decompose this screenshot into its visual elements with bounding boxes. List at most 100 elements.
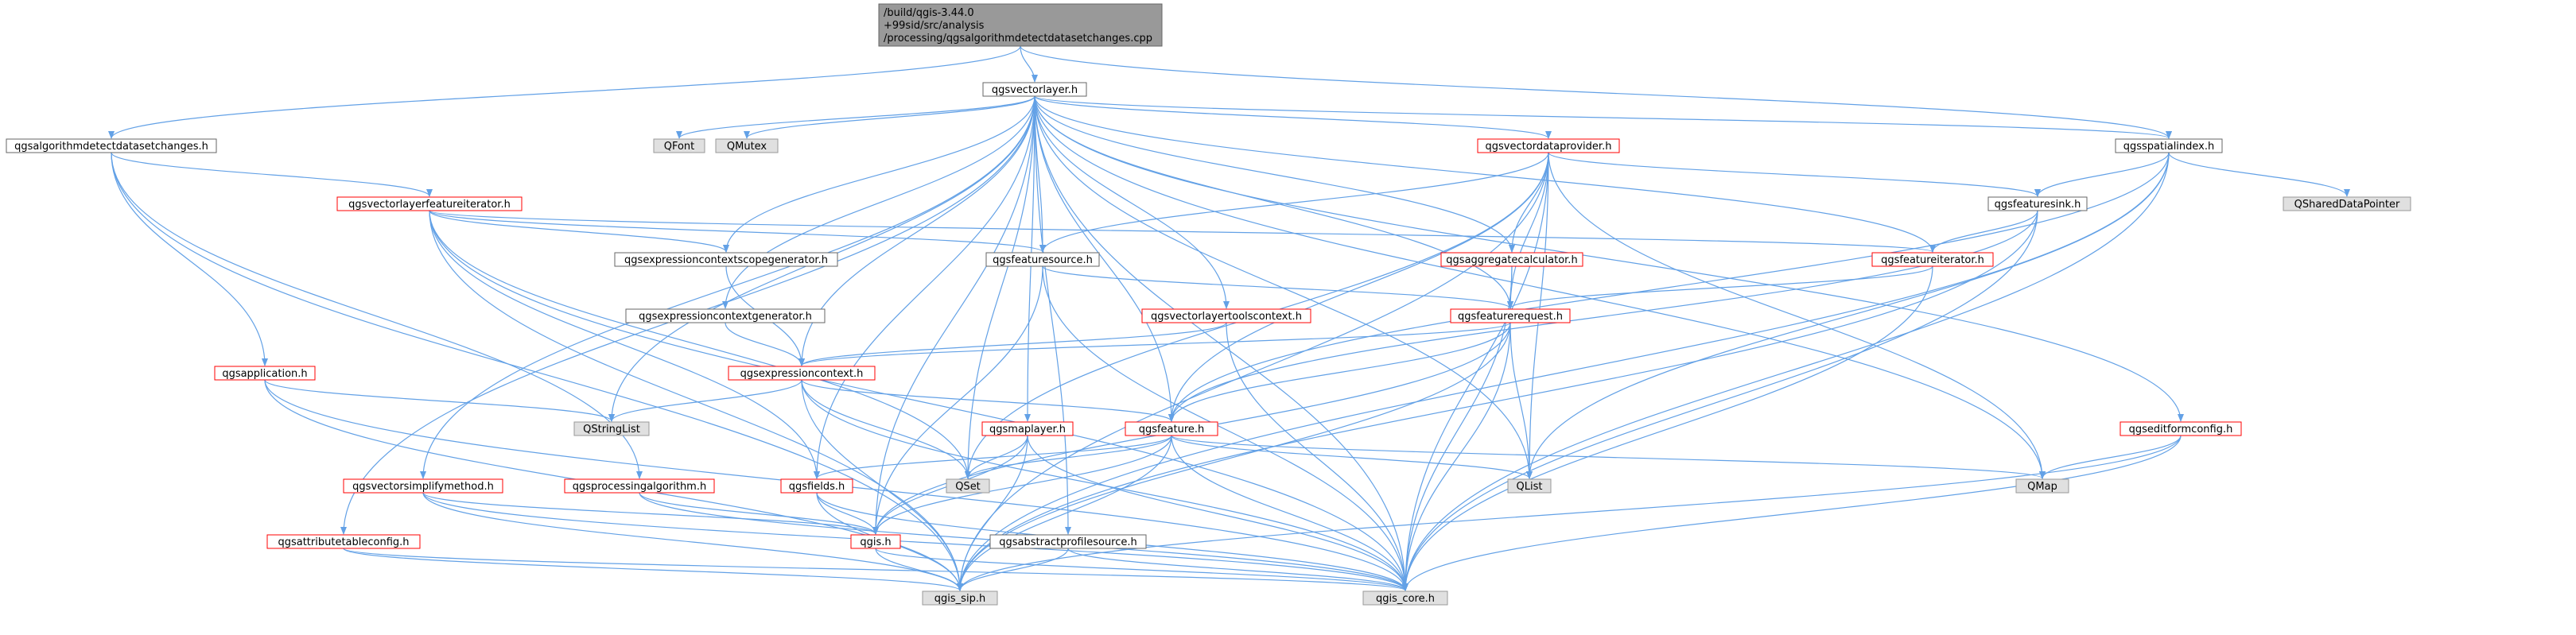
node-qgiscore[interactable]: qgis_core.h [1362,590,1448,606]
node-label: qgseditformconfig.h [2129,424,2233,436]
node-vltoolscontext[interactable]: qgsvectorlayertoolscontext.h [1141,308,1311,323]
node-box [266,534,421,549]
edge-vectorlayer-to-editformconfig [1034,95,2184,422]
node-qgis[interactable]: qgis.h [850,534,901,549]
node-label: qgsapplication.h [222,368,307,380]
node-root[interactable]: /build/qgis-3.44.0+99sid/src/analysis/pr… [878,3,1163,47]
node-qshareddatapointer[interactable]: QSharedDataPointer [2283,196,2411,211]
edge-fields-to-qgis [816,492,879,535]
edge-algdetect-to-vlfeatureiterator [111,152,433,197]
edge-exprcontext-to-qgissip [801,379,963,591]
edge-attrtableconfig-to-qgiscore [343,548,1408,591]
edge-featurerequest-to-exprcontext [798,322,1511,366]
node-qstringlist[interactable]: QStringList [573,421,650,436]
node-feature[interactable]: qgsfeature.h [1125,421,1218,436]
node-box [1141,308,1311,323]
edge-line [1168,152,2170,422]
node-featureiterator[interactable]: qgsfeatureiterator.h [1871,252,1994,267]
edge-line [1171,435,1408,591]
node-label: qgsabstractprofilesource.h [999,536,1137,548]
edge-vectorlayer-to-featureiterator [1034,95,1936,253]
edge-vectorlayer-to-fields [814,95,1035,479]
edge-vectorlayer-to-feature [1034,95,1175,422]
node-qgissip[interactable]: qgis_sip.h [922,590,998,606]
node-label: +99sid/src/analysis [884,20,985,32]
node-label: qgis.h [860,536,891,548]
edge-featuresource-to-qgiscore [1042,265,1408,591]
node-vlfeatureiterator[interactable]: qgsvectorlayerfeatureiterator.h [336,196,523,211]
node-layer: /build/qgis-3.44.0+99sid/src/analysis/pr… [6,3,2411,606]
edge-line [676,95,1035,139]
node-procalg[interactable]: qgsprocessingalgorithm.h [564,478,715,494]
node-box [6,138,217,153]
node-absprofilesource[interactable]: qgsabstractprofilesource.h [989,534,1147,549]
edge-line [429,210,1936,253]
node-editformconfig[interactable]: qgseditformconfig.h [2119,421,2242,436]
edge-line [420,95,1035,479]
node-exprscopegen[interactable]: qgsexpressioncontextscopegenerator.h [614,252,838,267]
edge-line [744,95,1035,139]
node-label: qgsfeature.h [1139,424,1205,436]
edge-line [1020,45,1038,83]
node-box [2119,421,2242,436]
node-label: qgsfields.h [789,481,845,493]
node-maplayer[interactable]: qgsmaplayer.h [981,421,1074,436]
edge-vectordataprovider-to-featuresource [1039,152,1549,253]
node-qset[interactable]: QSet [946,478,990,494]
edge-line [1034,95,1936,253]
node-featurerequest[interactable]: qgsfeaturerequest.h [1450,308,1571,323]
edge-line [1507,152,1549,309]
edge-line [2168,152,2350,197]
node-exprctxgen[interactable]: qgsexpressioncontextgenerator.h [625,308,826,323]
node-box [2115,138,2223,153]
node-featuresource[interactable]: qgsfeaturesource.h [985,252,1100,267]
node-box [1450,308,1571,323]
edge-line [429,210,963,591]
node-vsimplify[interactable]: qgsvectorsimplifymethod.h [343,478,503,494]
node-qfont[interactable]: QFont [653,138,705,153]
edge-featuresource-to-qgis [872,265,1043,535]
edge-line [872,265,1043,535]
edge-line [957,435,2182,591]
node-label: qgsvectorlayer.h [992,84,1078,96]
edge-vectorlayer-to-vsimplify [420,95,1035,479]
node-label: qgsfeaturerequest.h [1458,311,1563,323]
node-application[interactable]: qgsapplication.h [214,366,316,381]
node-box [780,478,853,494]
node-qmap[interactable]: QMap [2015,478,2069,494]
edge-line [2034,152,2170,197]
edge-line [814,435,1172,479]
edge-vectorlayer-to-aggregatecalc [1034,95,1515,253]
edge-line [1034,95,1175,422]
edge-line [429,210,971,479]
edge-vlfeatureiterator-to-fields [429,210,820,479]
node-featuresink[interactable]: qgsfeaturesink.h [1987,196,2088,211]
edge-featurerequest-to-qgissip [957,322,1511,591]
node-spatialindex[interactable]: qgsspatialindex.h [2115,138,2223,153]
node-label: QMutex [727,141,767,153]
node-attrtableconfig[interactable]: qgsattributetableconfig.h [266,534,421,549]
node-vectordataprovider[interactable]: qgsvectordataprovider.h [1477,138,1620,153]
node-qlist[interactable]: QList [1507,478,1552,494]
edge-line [1171,435,2046,479]
edge-line [1042,265,1408,591]
node-box [653,138,705,153]
node-vectorlayer[interactable]: qgsvectorlayer.h [982,82,1087,97]
node-label: QSharedDataPointer [2294,199,2400,211]
node-label: qgsexpressioncontextgenerator.h [639,311,812,323]
node-fields[interactable]: qgsfields.h [780,478,853,494]
node-aggregatecalc[interactable]: qgsaggregatecalculator.h [1440,252,1583,267]
node-box [1362,590,1448,606]
node-qmutex[interactable]: QMutex [715,138,779,153]
edge-line [875,548,1408,591]
edge-line [639,492,879,535]
edge-featuresink-to-qgissip [957,210,2038,591]
node-label: qgsvectorlayerfeatureiterator.h [348,199,511,211]
node-algdetect[interactable]: qgsalgorithmdetectdatasetchanges.h [6,138,217,153]
edge-absprofilesource-to-qgiscore [1067,548,1408,591]
edge-root-to-spatialindex [1020,45,2172,139]
node-exprcontext[interactable]: qgsexpressioncontext.h [728,366,876,381]
edge-exprctxgen-to-exprcontext [725,322,805,366]
node-box [336,196,523,211]
node-label: QSet [955,481,981,493]
